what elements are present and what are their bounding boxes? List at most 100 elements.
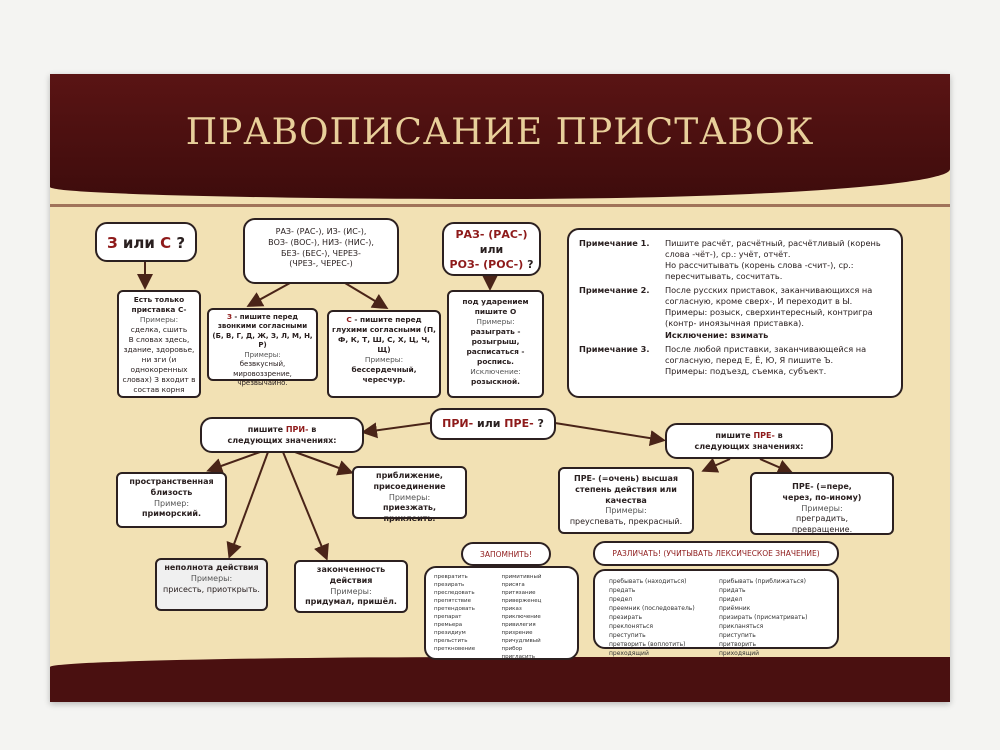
note-text: После любой приставки, заканчивающейся н… — [665, 343, 867, 365]
or-text: или — [117, 234, 161, 252]
pre-meaning-box: ПРЕ- (=очень) высшая степень действия ил… — [558, 467, 694, 534]
examples: безвкусный, мировоззрение, чрезвычайно. — [233, 360, 292, 388]
only-s-box: Есть только приставка С-Примеры:сделка, … — [117, 290, 201, 398]
examples: преуспевать, прекрасный. — [569, 517, 683, 527]
note-label: Примечание 2. — [579, 285, 650, 296]
s-rule-box: С - пишите перед глухими согласными (П, … — [327, 310, 441, 398]
list-item: придел — [719, 596, 743, 603]
head-text: в следующих значениях: — [227, 425, 337, 445]
list-item: прикланяться — [719, 623, 764, 630]
examples: бессердечный, чересчур. — [351, 364, 417, 384]
note-label: Примечание 3. — [579, 343, 650, 354]
list-item: претворить (воплотить) — [609, 641, 686, 648]
examples-label: Примеры: — [364, 354, 404, 364]
examples: разыграть - розыгрыш, расписаться - росп… — [466, 326, 525, 366]
examples: присесть, приоткрыть. — [163, 584, 260, 594]
rule-note: В словах здесь, здание, здоровье, ни зги… — [122, 334, 196, 394]
list-item: преемник (последователь) — [609, 605, 695, 612]
or-text: или — [479, 242, 504, 256]
examples: придумал, пришёл. — [305, 597, 397, 607]
rule-head: - пишите перед глухими согласными (П, Ф,… — [332, 315, 436, 354]
letter-s: С — [346, 315, 352, 324]
list-item: предел — [609, 596, 633, 603]
head-text: пишите — [247, 425, 286, 434]
list-item: претендовать — [434, 605, 475, 612]
list-item: препятствие — [434, 597, 472, 604]
examples: сделка, сшить — [130, 324, 188, 334]
note-text: Примеры: розыск, сверхинтересный, контри… — [665, 307, 873, 329]
head-text: пишите — [715, 431, 754, 440]
arrow — [554, 422, 666, 447]
rule-head: под ударением пишите О — [462, 297, 529, 316]
list-item: презирать — [609, 614, 643, 621]
prefix-line: БЕЗ- (БЕС-), ЧЕРЕЗ- — [281, 248, 361, 258]
examples-label: Примеры: — [388, 492, 431, 502]
meaning-head: ПРЕ- (=пере, через, по-иному) — [782, 482, 862, 502]
notes-box: Примечание 1.Пишите расчёт, расчётный, р… — [567, 228, 903, 398]
z-rule-box: З - пишите перед звонкими согласными (Б,… — [207, 308, 318, 387]
list-item: предать — [609, 587, 636, 594]
note-label: Примечание 1. — [579, 238, 650, 248]
pri-text: ПРИ- — [442, 417, 474, 430]
pre-prefix: ПРЕ- — [753, 431, 775, 440]
list-item: преследовать — [434, 589, 475, 596]
head-text: в следующих значениях: — [694, 431, 804, 451]
prefix-list-box: РАЗ- (РАС-), ИЗ- (ИС-),ВОЗ- (ВОС-), НИЗ-… — [243, 218, 399, 284]
rule-head: - пишите перед звонкими согласными (Б, В… — [212, 313, 313, 350]
list-item: притворить — [719, 641, 757, 648]
roz-text: РОЗ- (РОС-) — [449, 257, 524, 271]
arrow — [344, 282, 389, 310]
list-item: преходящий — [609, 650, 649, 657]
list-item: прибывать (приближаться) — [719, 578, 806, 585]
pre-text: ПРЕ- — [504, 417, 534, 430]
letter-z: З — [106, 234, 118, 252]
list-item: призрение — [501, 629, 533, 636]
rule-head: Есть только приставка С- — [131, 295, 187, 314]
note-3: Примечание 3. После любой приставки, зака… — [579, 344, 891, 377]
examples-label: Пример: — [153, 498, 190, 508]
note-1: Примечание 1.Пишите расчёт, расчётный, р… — [579, 238, 891, 282]
list-item: преступить — [609, 632, 646, 639]
list-item: преткновение — [434, 645, 476, 652]
arrow — [361, 422, 431, 439]
distinguish-title: РАЗЛИЧАТЬ! (УЧИТЫВАТЬ ЛЕКСИЧЕСКОЕ ЗНАЧЕН… — [593, 541, 839, 566]
examples-label: Примеры: — [330, 586, 372, 596]
list-item: приверженец — [501, 597, 542, 604]
list-item: причудливый — [501, 637, 541, 644]
arrow — [701, 457, 731, 473]
note-text: Исключение: взимать — [665, 329, 769, 340]
list-item: преклоняться — [609, 623, 654, 630]
pri-prefix: ПРИ- — [285, 425, 309, 434]
examples: приморский. — [141, 509, 202, 519]
examples-label: Примеры: — [605, 506, 647, 516]
arrow — [759, 458, 794, 475]
arrow — [206, 451, 261, 474]
list-item: премьера — [434, 621, 463, 628]
arrow — [226, 451, 269, 559]
list-item: привилегия — [501, 621, 536, 628]
list-item: призирать (присматривать) — [719, 614, 808, 621]
pre-meaning-box: ПРЕ- (=пере, через, по-иному)Примеры:пре… — [750, 472, 894, 535]
exception-label: Исключение: — [470, 366, 521, 376]
arrow — [246, 282, 291, 307]
letter-z: З — [226, 313, 232, 321]
note-text: После русских приставок, заканчивающихся… — [665, 285, 873, 307]
list-item: прибор — [501, 645, 523, 652]
list-item: притязание — [501, 589, 536, 596]
footer-band — [50, 657, 950, 702]
pri-head-box: пишите ПРИ- в следующих значениях: — [200, 417, 364, 453]
list-item: примитивный — [501, 574, 542, 580]
list-item: присяга — [501, 581, 525, 588]
examples-label: Примеры: — [190, 573, 233, 583]
raz-text: РАЗ- (РАС-) — [455, 228, 528, 241]
meaning-head: приближение, присоединение — [373, 471, 446, 491]
